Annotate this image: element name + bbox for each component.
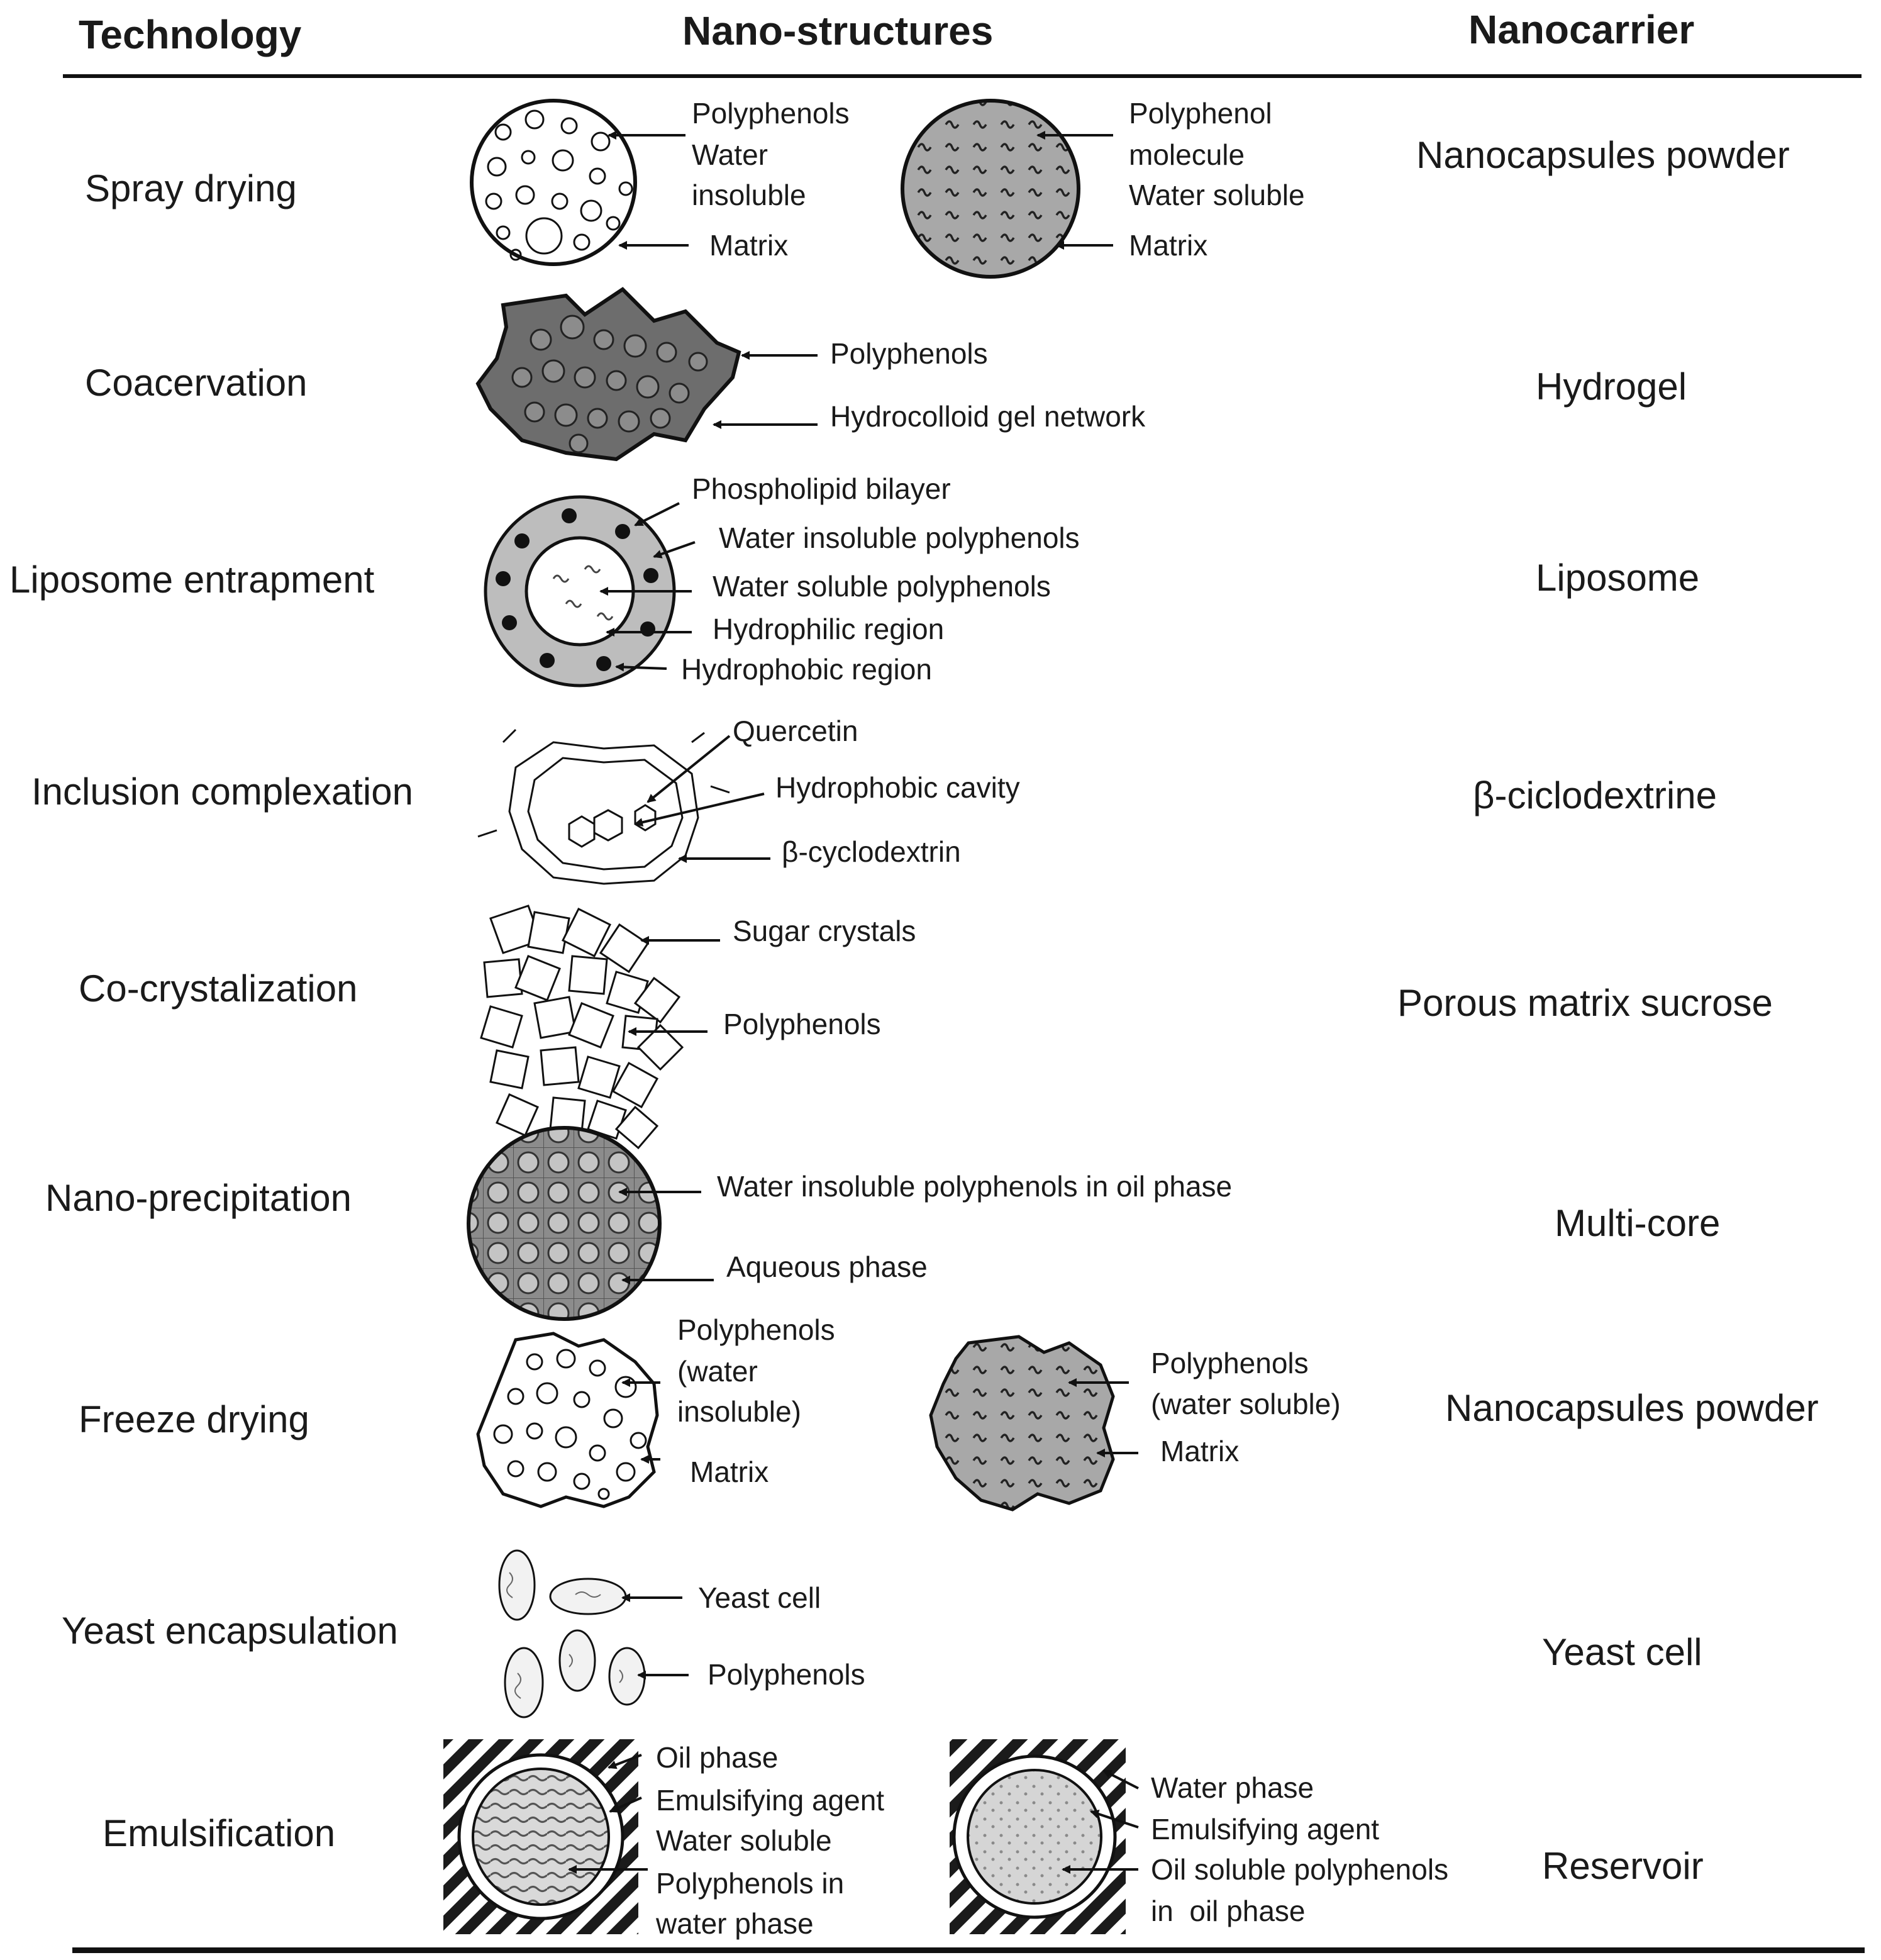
- label-water-insoluble-polyphenols: Water insoluble polyphenols: [719, 521, 1080, 554]
- label-oil-soluble-polyphenols: Oil soluble polyphenols: [1151, 1853, 1449, 1886]
- label-oil-phase: Oil phase: [656, 1741, 779, 1774]
- label-insoluble: insoluble: [692, 179, 806, 211]
- emulsion-oil-in-water: [950, 1739, 1126, 1934]
- carrier-coacervation: Hydrogel: [1536, 365, 1687, 408]
- header-nanostructures: Nano-structures: [682, 8, 994, 53]
- carrier-emulsification: Reservoir: [1542, 1845, 1704, 1887]
- freeze-dried-soluble-particle: [929, 1335, 1115, 1512]
- bottom-rule: [72, 1947, 1865, 1953]
- label-hydrophobic-region: Hydrophobic region: [681, 653, 932, 686]
- label-water-insoluble-polyphenols-oil: Water insoluble polyphenols in oil phase: [717, 1170, 1233, 1203]
- label-aqueous-phase: Aqueous phase: [726, 1250, 928, 1283]
- label-polyphenols: Polyphenols: [723, 1008, 881, 1040]
- tech-nano-precipitation: Nano-precipitation: [45, 1177, 352, 1219]
- tech-spray-drying: Spray drying: [85, 167, 297, 209]
- label-hydrophilic-region: Hydrophilic region: [713, 613, 945, 645]
- label-polyphenols: Polyphenols: [830, 337, 988, 370]
- header-technology: Technology: [79, 12, 302, 57]
- tech-yeast-encapsulation: Yeast encapsulation: [62, 1610, 398, 1652]
- emulsion-water-in-oil: [443, 1739, 638, 1934]
- label-water-soluble-polyphenols: Water soluble polyphenols: [713, 570, 1051, 603]
- label-hydrocolloid-gel-network: Hydrocolloid gel network: [830, 400, 1146, 433]
- label-polyphenols: Polyphenols: [707, 1658, 865, 1691]
- label-beta-cyclodextrin: β-cyclodextrin: [782, 835, 961, 868]
- label-emulsifying-agent: Emulsifying agent: [656, 1784, 885, 1817]
- label-hydrophobic-cavity: Hydrophobic cavity: [775, 771, 1020, 804]
- tech-liposome-entrapment: Liposome entrapment: [9, 559, 375, 601]
- spray-drying-insoluble-particle: [470, 99, 637, 266]
- carrier-yeast: Yeast cell: [1542, 1631, 1702, 1673]
- label-matrix-2: Matrix: [1129, 229, 1208, 262]
- label-phospholipid-bilayer: Phospholipid bilayer: [692, 472, 951, 505]
- label-quercetin: Quercetin: [733, 715, 858, 747]
- label-sugar-crystals: Sugar crystals: [733, 915, 916, 947]
- label-water-soluble: Water soluble: [656, 1824, 832, 1857]
- label-polyphenols-2: Polyphenols: [1151, 1347, 1309, 1379]
- carrier-nano-precip: Multi-core: [1555, 1202, 1721, 1244]
- spray-drying-soluble-particle: [901, 99, 1080, 279]
- tech-co-crystalization: Co-crystalization: [79, 967, 358, 1010]
- label-polyphenol: Polyphenol: [1129, 97, 1272, 130]
- tech-inclusion-complexation: Inclusion complexation: [31, 771, 414, 813]
- freeze-dried-insoluble-particle: [476, 1332, 659, 1508]
- label-water-open: (water: [677, 1355, 758, 1388]
- label-emulsifying-agent-2: Emulsifying agent: [1151, 1813, 1380, 1846]
- liposome-particle: [484, 495, 676, 688]
- tech-coacervation: Coacervation: [85, 362, 308, 404]
- label-water: Water: [692, 138, 768, 171]
- label-insoluble-close: insoluble): [677, 1395, 801, 1428]
- label-in-oil-phase: in oil phase: [1151, 1895, 1306, 1927]
- label-water-soluble-paren: (water soluble): [1151, 1388, 1341, 1420]
- carrier-spray-drying: Nanocapsules powder: [1416, 134, 1790, 176]
- label-water-soluble: Water soluble: [1129, 179, 1305, 211]
- label-polyphenols: Polyphenols: [692, 97, 850, 130]
- label-polyphenols-in: Polyphenols in: [656, 1867, 845, 1900]
- tech-freeze-drying: Freeze drying: [79, 1398, 309, 1440]
- carrier-freeze-drying: Nanocapsules powder: [1445, 1387, 1819, 1429]
- yeast-cells: [498, 1549, 646, 1718]
- label-matrix: Matrix: [709, 229, 789, 262]
- label-water-phase: Water phase: [1151, 1771, 1314, 1804]
- carrier-inclusion: β-ciclodextrine: [1473, 774, 1717, 816]
- carrier-liposome: Liposome: [1536, 557, 1700, 599]
- label-molecule: molecule: [1129, 138, 1245, 171]
- label-matrix: Matrix: [690, 1456, 769, 1488]
- sugar-crystals-cluster: [480, 905, 684, 1150]
- header-nanocarrier: Nanocarrier: [1468, 7, 1695, 52]
- carrier-co-crystal: Porous matrix sucrose: [1397, 982, 1773, 1024]
- top-rule: [63, 74, 1862, 78]
- coacervate-particle: [475, 287, 741, 462]
- label-matrix-2: Matrix: [1160, 1435, 1240, 1467]
- label-polyphenols: Polyphenols: [677, 1313, 835, 1346]
- nanoprecipitation-particle: [467, 1126, 662, 1321]
- label-yeast-cell: Yeast cell: [698, 1581, 821, 1614]
- tech-emulsification: Emulsification: [103, 1812, 336, 1854]
- label-water-phase-lower: water phase: [656, 1907, 814, 1940]
- cyclodextrin-complex: [477, 728, 730, 885]
